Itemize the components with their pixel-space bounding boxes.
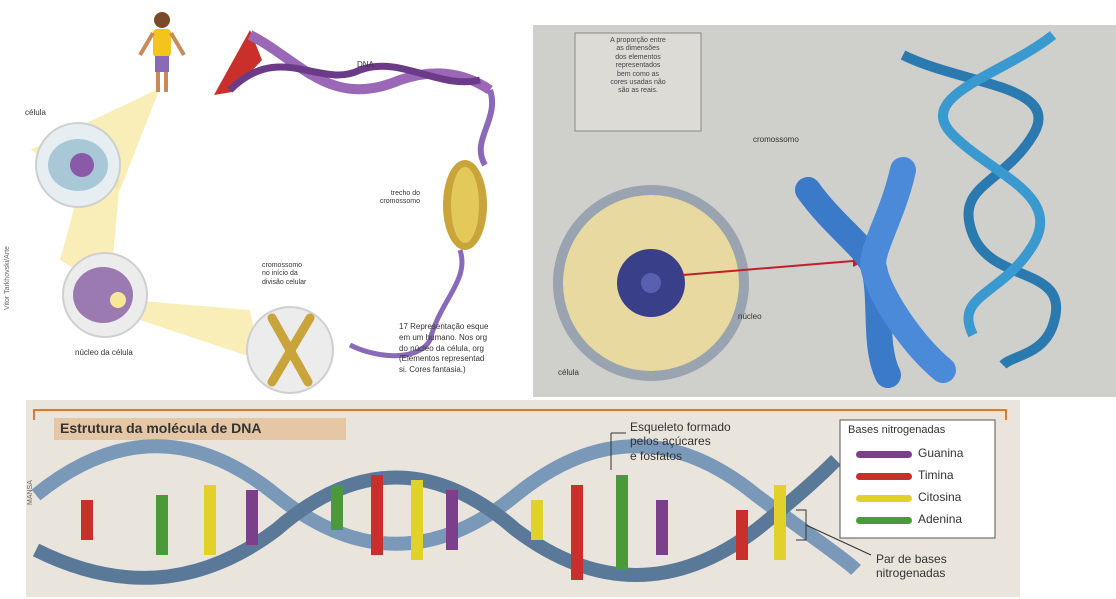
panel-dna-structure: Estrutura da molécula de DNA MANSA Esque… xyxy=(26,400,1020,597)
legend-swatch xyxy=(856,451,912,458)
backbone-label: Esqueleto formado pelos açúcares e fosfa… xyxy=(630,420,731,463)
nucleus-circle xyxy=(63,253,147,337)
human-figure xyxy=(140,12,184,92)
figure-caption: 17 Representação esque em um humano. Nos… xyxy=(399,322,539,376)
label-nucleus: núcleo xyxy=(738,312,762,322)
label-dna: DNA xyxy=(357,60,374,70)
diagram-title: Estrutura da molécula de DNA xyxy=(60,420,262,437)
legend-title: Bases nitrogenadas xyxy=(848,424,945,437)
legend-label: Timina xyxy=(918,468,954,482)
cell-circle xyxy=(36,123,120,207)
disclaimer-note: A proporção entre as dimensões dos eleme… xyxy=(579,37,697,96)
chromosome-circle xyxy=(247,307,333,393)
panel-cell-chromosome: A proporção entre as dimensões dos eleme… xyxy=(533,25,1116,397)
label-chromosome-segment: trecho do cromossomo xyxy=(360,190,420,207)
legend-swatch xyxy=(856,517,912,524)
dna-helix-right xyxy=(903,35,1056,365)
label-nucleus: núcleo da célula xyxy=(75,348,133,358)
legend-label: Guanina xyxy=(918,446,963,460)
label-chromosome: cromossomo xyxy=(753,135,799,145)
panel-dna-organization: DNA célula trecho do cromossomo cromosso… xyxy=(0,0,540,398)
credit-text: MANSA xyxy=(27,480,35,505)
legend-swatch xyxy=(856,473,912,480)
cell-drawing xyxy=(553,185,749,381)
legend-label: Adenina xyxy=(918,512,962,526)
chromosome-drawing xyxy=(808,170,943,375)
legend-swatch xyxy=(856,495,912,502)
pair-label: Par de bases nitrogenadas xyxy=(876,552,947,581)
legend-label: Citosina xyxy=(918,490,961,504)
label-cell: célula xyxy=(25,108,46,118)
label-chromosome-division: cromossomo no início da divisão celular xyxy=(262,262,306,287)
dna-helix xyxy=(214,30,492,165)
zoom-beam xyxy=(130,300,260,360)
credit-text: Vitor Tarkhovski/Arte xyxy=(4,246,12,310)
label-cell: célula xyxy=(558,368,579,378)
